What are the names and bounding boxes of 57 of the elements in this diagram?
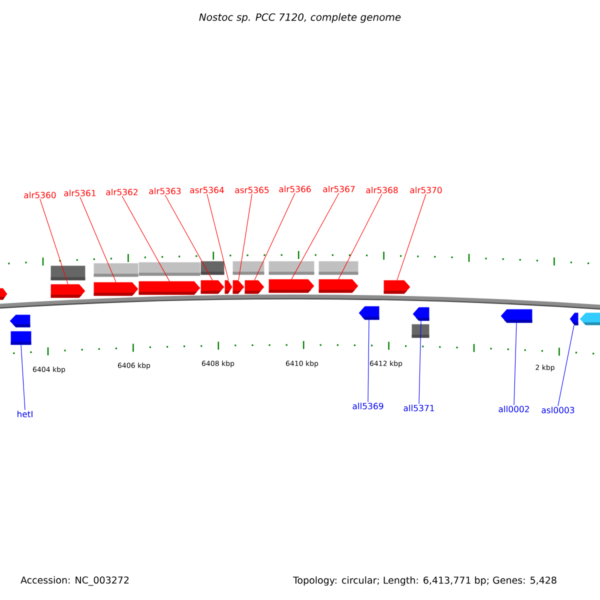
leader-line	[338, 194, 382, 280]
gene-label: alr5362	[106, 188, 138, 196]
gene-block	[50, 284, 86, 298]
leader-line	[164, 194, 213, 281]
feature-bar	[232, 261, 250, 275]
leader-line	[291, 192, 340, 280]
footer-text: Topology: circular; Length: 6,413,771 bp; Genes: 5,428	[293, 576, 556, 586]
gene-label: alr5367	[323, 186, 355, 192]
feature-bar	[94, 263, 138, 277]
leader-line	[122, 196, 170, 282]
gene-block	[384, 280, 410, 294]
gene-block	[268, 279, 314, 293]
gene-label: all5371	[404, 404, 434, 412]
leader-line	[418, 320, 422, 404]
gene-label: hetI	[18, 410, 32, 418]
gene-label: alr5368	[366, 186, 398, 194]
gene-block	[224, 280, 232, 294]
gene-block	[10, 314, 30, 328]
feature-bar	[138, 262, 200, 276]
gene-label: alr5361	[64, 190, 96, 196]
feature-bar	[268, 261, 314, 275]
feature-bar	[200, 261, 224, 275]
feature-bar	[50, 266, 86, 280]
leader-line	[368, 319, 370, 402]
leader-line	[238, 194, 252, 281]
leader-line	[80, 196, 116, 283]
gene-box	[10, 331, 32, 345]
footer-text: Accession: NC_003272	[20, 576, 129, 586]
gene-label: alr5370	[410, 186, 442, 194]
gene-block	[232, 280, 244, 294]
feature-bar	[318, 261, 358, 275]
title: Nostoc sp. PCC 7120, complete genome	[199, 13, 401, 23]
gene-block	[94, 282, 138, 296]
gene-block	[580, 312, 600, 326]
gene-block	[244, 280, 264, 294]
gene-block	[412, 307, 430, 321]
leader-line	[254, 192, 296, 281]
gene-label: asl0003	[542, 406, 574, 414]
gene-label: alr5360	[24, 192, 56, 198]
leader-line	[40, 198, 68, 285]
gene-label: alr5363	[149, 188, 181, 194]
leader-line	[514, 322, 517, 406]
gene-block	[358, 306, 380, 320]
gene-label: alr5366	[279, 186, 311, 192]
leader-line	[206, 194, 229, 281]
gene-label: asr5364	[190, 186, 224, 194]
gene-label: all5369	[352, 402, 384, 410]
gene-block	[500, 309, 532, 323]
leader-line	[20, 344, 26, 410]
gene-label: all0002	[498, 406, 529, 412]
leader-line	[558, 324, 574, 406]
gene-block	[570, 312, 578, 326]
feature-bar	[412, 324, 430, 338]
leader-line	[396, 194, 426, 281]
gene-block	[318, 279, 358, 293]
gene-block	[0, 288, 8, 300]
gene-label: asr5365	[235, 186, 269, 194]
